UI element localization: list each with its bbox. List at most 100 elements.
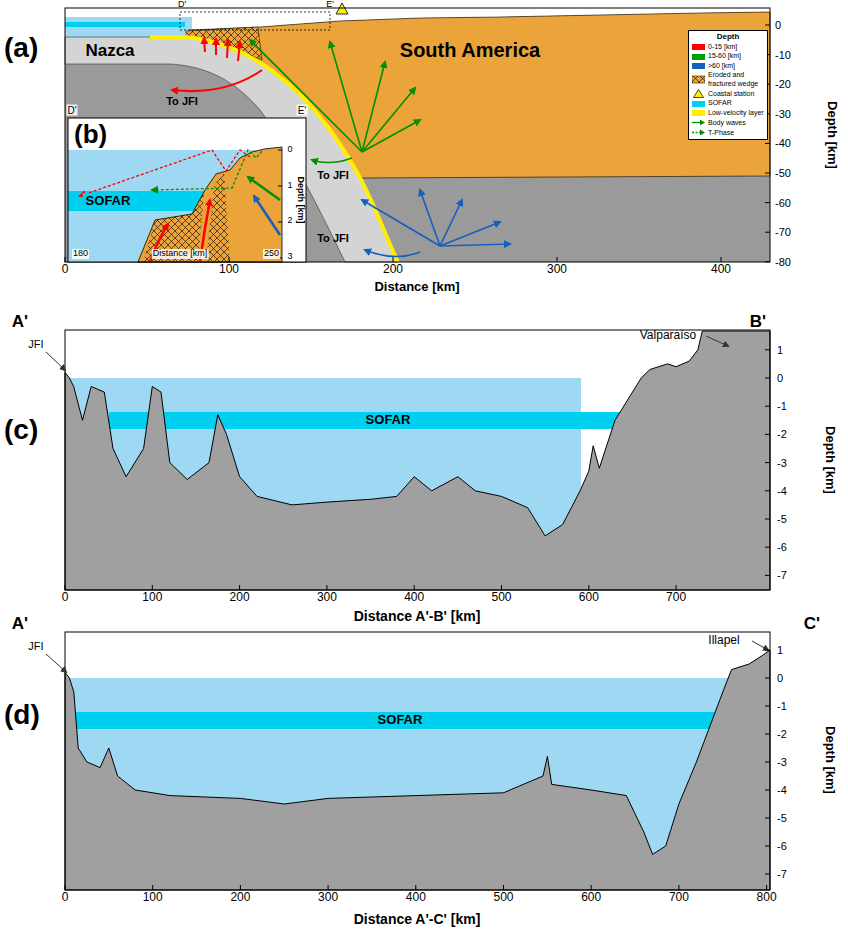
axis-or-map-label: 3 <box>287 252 292 262</box>
axis-or-map-label: -40 <box>775 137 791 149</box>
axis-or-map-label: 200 <box>230 891 250 904</box>
legend-row: T-Phase <box>692 128 764 137</box>
tick-mark <box>765 790 770 791</box>
illustration-part <box>65 330 770 590</box>
illustration-part <box>420 190 440 246</box>
tick-mark <box>65 585 66 590</box>
illustration-part <box>172 38 262 91</box>
axis-or-map-label: 1 <box>287 181 292 191</box>
axis-or-map-label: -1 <box>777 700 787 712</box>
band-text: SOFAR <box>378 712 423 727</box>
legend-sample <box>692 89 705 98</box>
illustration-part <box>68 118 306 262</box>
tick-mark <box>393 257 394 262</box>
axis-or-map-label: 0 <box>62 891 69 904</box>
legend-swatch <box>692 101 705 107</box>
axis-or-map-label: -2 <box>777 428 787 440</box>
illustration-part <box>440 222 500 246</box>
tick-mark <box>765 519 770 520</box>
illustration-part <box>362 88 415 152</box>
axis-or-map-label: Depth [km] <box>295 177 305 224</box>
illustration-part <box>215 39 217 55</box>
axis-or-map-label: 2 <box>287 216 292 226</box>
axis-or-map-label: 0 <box>62 263 69 276</box>
tick-mark <box>503 885 504 890</box>
tick-mark <box>765 678 770 679</box>
axis-or-map-label: 400 <box>711 263 731 276</box>
axis-or-map-label: -5 <box>777 812 787 824</box>
panel-letter: (b) <box>74 120 107 149</box>
illustration-part <box>330 42 362 152</box>
axis-or-map-label: 300 <box>547 263 567 276</box>
illustration-part <box>65 330 770 590</box>
axis-or-map-label: -2 <box>777 728 787 740</box>
axis-or-map-label: -3 <box>777 756 787 768</box>
axis-or-map-label: To JFI <box>317 169 349 181</box>
illustration-part <box>692 122 701 123</box>
axis-or-map-label: Nazca <box>85 42 134 61</box>
legend-text: Low-velocity layer <box>708 109 764 118</box>
seafloor-profile <box>65 331 770 590</box>
illustration-part <box>65 37 398 262</box>
sofar-band-label: SOFAR <box>375 712 426 728</box>
axis-or-map-label: 800 <box>757 891 777 904</box>
illustration-part <box>692 76 705 83</box>
panel-c-profile <box>46 330 770 590</box>
tick-mark <box>65 257 66 262</box>
tick-mark <box>765 706 770 707</box>
tick-mark <box>765 547 770 548</box>
legend-swatch <box>692 54 705 60</box>
illustration-part <box>152 150 262 190</box>
tick-mark <box>765 462 770 463</box>
axis-or-map-label: South America <box>400 39 540 61</box>
axis-or-map-label: 0 <box>62 591 69 604</box>
legend-sample <box>692 75 705 84</box>
axis-or-map-label: -5 <box>777 513 787 525</box>
axis-or-map-label: -60 <box>775 197 791 209</box>
legend-text: SOFAR <box>708 99 732 108</box>
axis-or-map-label: 300 <box>318 891 338 904</box>
tick-mark <box>765 378 770 379</box>
tick-mark <box>721 257 722 262</box>
legend-row: Coastal station <box>692 89 764 98</box>
axis-or-map-label: 100 <box>143 891 163 904</box>
tick-mark <box>766 885 767 890</box>
tick-mark <box>591 885 592 890</box>
illustration-part <box>65 331 770 590</box>
axis-or-map-label: A' <box>12 313 28 332</box>
tick-mark <box>765 232 770 233</box>
axis-or-map-label: 700 <box>669 891 689 904</box>
illustration-part <box>80 150 250 196</box>
axis-or-map-label: To JFI <box>317 232 349 244</box>
illustration-part <box>68 118 306 262</box>
tick-mark <box>278 150 282 151</box>
illustration-part <box>752 641 768 650</box>
panel-d-profile <box>46 632 770 890</box>
axis-or-map-label: Distance A'-C' [km] <box>354 912 481 927</box>
axis-or-map-label: 600 <box>579 591 599 604</box>
axis-or-map-label: 0 <box>777 672 783 684</box>
tick-mark <box>278 186 282 187</box>
axis-or-map-label: 1 <box>777 344 783 356</box>
illustration-part <box>65 632 770 890</box>
illustration-part <box>65 17 192 38</box>
axis-or-map-label: 700 <box>666 591 686 604</box>
axis-or-map-label: -10 <box>775 49 791 61</box>
axis-or-map-label: Distance [km] <box>152 249 209 259</box>
tick-mark <box>765 406 770 407</box>
illustration-part <box>692 132 701 133</box>
tick-mark <box>415 885 416 890</box>
sofar-band-label: SOFAR <box>83 193 134 209</box>
axis-or-map-label: To JFI <box>166 95 198 107</box>
axis-or-map-label: 300 <box>317 591 337 604</box>
legend-swatch <box>692 110 705 116</box>
axis-or-map-label: 100 <box>142 591 162 604</box>
axis-or-map-label: -30 <box>775 108 791 120</box>
axis-or-map-label: D' <box>66 105 77 116</box>
illustration-part <box>362 200 440 246</box>
tick-mark <box>239 585 240 590</box>
illustration-part <box>692 76 705 83</box>
axis-or-map-label: 0 <box>777 372 783 384</box>
axis-or-map-label: -7 <box>777 868 787 880</box>
legend-row: Low-velocity layer <box>692 109 764 118</box>
